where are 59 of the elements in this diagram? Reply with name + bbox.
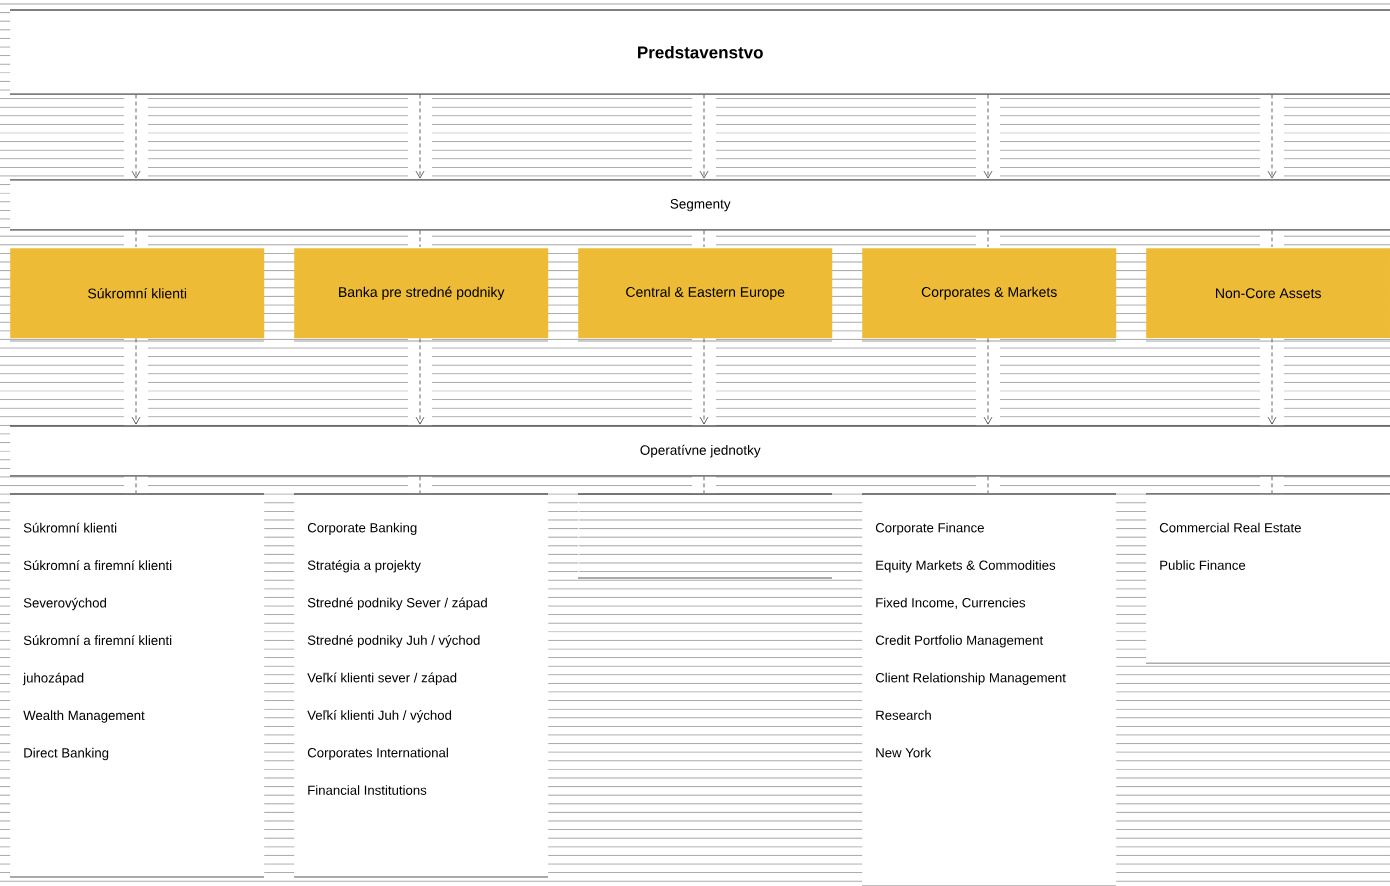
unit-list-box xyxy=(293,493,549,878)
arrow xyxy=(699,337,709,425)
unit-list-box xyxy=(577,493,833,579)
arrow xyxy=(415,337,425,425)
list-item: Severovýchod xyxy=(23,597,106,611)
list-item: Credit Portfolio Management xyxy=(875,635,1044,648)
level-band: Segmenty xyxy=(9,179,1390,231)
list-item: Corporate Finance xyxy=(875,522,984,535)
list-item: Equity Markets & Commodities xyxy=(876,560,1056,573)
list-item: Veľkí klienti Juh / východ xyxy=(307,710,452,723)
list-item: Corporate Banking xyxy=(307,522,417,535)
level-band: Operatívne jednotky xyxy=(9,425,1390,477)
connector-line xyxy=(1271,229,1273,248)
list-item: Client Relationship Management xyxy=(875,672,1066,685)
list-item: Stredné podniky Sever / západ xyxy=(307,597,487,610)
arrow xyxy=(131,93,141,179)
unit-list-box xyxy=(1145,493,1390,664)
connector-line xyxy=(135,229,137,248)
segment-box: Corporates & Markets xyxy=(861,248,1117,342)
arrow xyxy=(131,337,141,425)
list-item: Corporates International xyxy=(307,747,448,760)
list-item: Fixed Income, Currencies xyxy=(876,597,1026,609)
connector-line xyxy=(987,229,989,248)
list-item: Financial Institutions xyxy=(308,785,427,795)
list-item: Súkromní a firemní klienti xyxy=(23,635,172,646)
list-item: juhozápad xyxy=(22,672,84,686)
list-item: Commercial Real Estate xyxy=(1159,522,1301,533)
connector-line xyxy=(987,475,989,494)
arrow xyxy=(1267,93,1277,179)
list-item: Veľkí klienti sever / západ xyxy=(307,672,457,685)
list-item: Súkromní klienti xyxy=(23,522,117,533)
connector-line xyxy=(419,229,421,248)
node-label: Segmenty xyxy=(670,199,731,212)
segment-box: Central & Eastern Europe xyxy=(577,248,833,342)
connector-line xyxy=(135,475,137,494)
level-band: Predstavenstvo xyxy=(9,9,1390,95)
list-item: Public Finance xyxy=(1160,560,1246,570)
list-item: New York xyxy=(876,747,932,758)
list-item: Wealth Management xyxy=(23,710,145,723)
segment-box: Súkromní klienti xyxy=(9,248,265,342)
list-item: Direct Banking xyxy=(24,747,109,761)
arrow xyxy=(699,93,709,179)
node-label: Operatívne jednotky xyxy=(640,444,761,458)
list-item: Súkromní a firemní klienti xyxy=(23,560,172,571)
arrow xyxy=(1267,337,1277,425)
list-item: Research xyxy=(876,710,931,720)
arrow xyxy=(983,337,993,425)
arrow xyxy=(983,93,993,179)
connector-line xyxy=(703,475,705,494)
node-label: Predstavenstvo xyxy=(638,45,763,59)
list-item: Stredné podniky Juh / východ xyxy=(307,635,480,648)
connector-line xyxy=(1271,475,1273,494)
list-item: Stratégia a projekty xyxy=(307,560,421,573)
connector-line xyxy=(703,229,705,248)
connector-line xyxy=(419,475,421,494)
arrow xyxy=(415,93,425,179)
segment-box: Banka pre stredné podniky xyxy=(293,248,549,342)
segment-box: Non-Core Assets xyxy=(1145,248,1390,342)
unit-list-box xyxy=(9,493,265,878)
